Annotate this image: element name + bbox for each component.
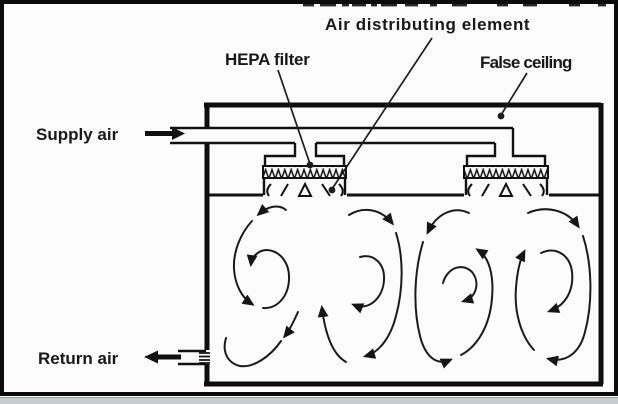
leader-hepa-filter bbox=[277, 69, 314, 169]
air-distributing-vanes-right bbox=[467, 181, 545, 197]
housing-right-neck bbox=[511, 128, 547, 166]
hepa-filter-media-left bbox=[262, 165, 347, 179]
return-arrow-icon bbox=[144, 350, 181, 364]
hepa-filter-media-right bbox=[463, 165, 549, 179]
filter-unit-right bbox=[463, 128, 549, 197]
airflow-vortex-4 bbox=[514, 208, 592, 367]
label-supply-air: Supply air bbox=[36, 125, 119, 144]
airflow-vortex-2 bbox=[317, 208, 403, 363]
label-hepa-filter: HEPA filter bbox=[225, 50, 310, 69]
housing-side-walls bbox=[262, 178, 347, 195]
bottom-gray-band bbox=[0, 397, 618, 404]
housing-left-neck bbox=[263, 143, 297, 166]
housing-side-walls bbox=[464, 178, 549, 195]
label-false-ceiling: False ceiling bbox=[480, 53, 572, 72]
room-outline bbox=[204, 102, 604, 387]
filter-unit-left bbox=[262, 143, 347, 197]
supply-arrow-icon bbox=[145, 127, 185, 140]
cropped-text-fragments bbox=[303, 3, 606, 7]
leader-false-ceiling bbox=[497, 72, 528, 120]
housing-left-neck bbox=[465, 143, 497, 166]
supply-duct bbox=[170, 126, 513, 145]
return-grille bbox=[199, 352, 210, 364]
air-distributing-vanes-left bbox=[266, 181, 344, 197]
airflow-vortex-3 bbox=[414, 209, 494, 369]
return-duct bbox=[178, 349, 206, 366]
leader-air-distributing-element bbox=[328, 37, 433, 194]
airflow-vortex-1 bbox=[223, 204, 299, 368]
housing-right-neck bbox=[314, 143, 346, 166]
label-return-air: Return air bbox=[38, 349, 119, 368]
label-air-distributing-element: Air distributing element bbox=[325, 15, 531, 34]
